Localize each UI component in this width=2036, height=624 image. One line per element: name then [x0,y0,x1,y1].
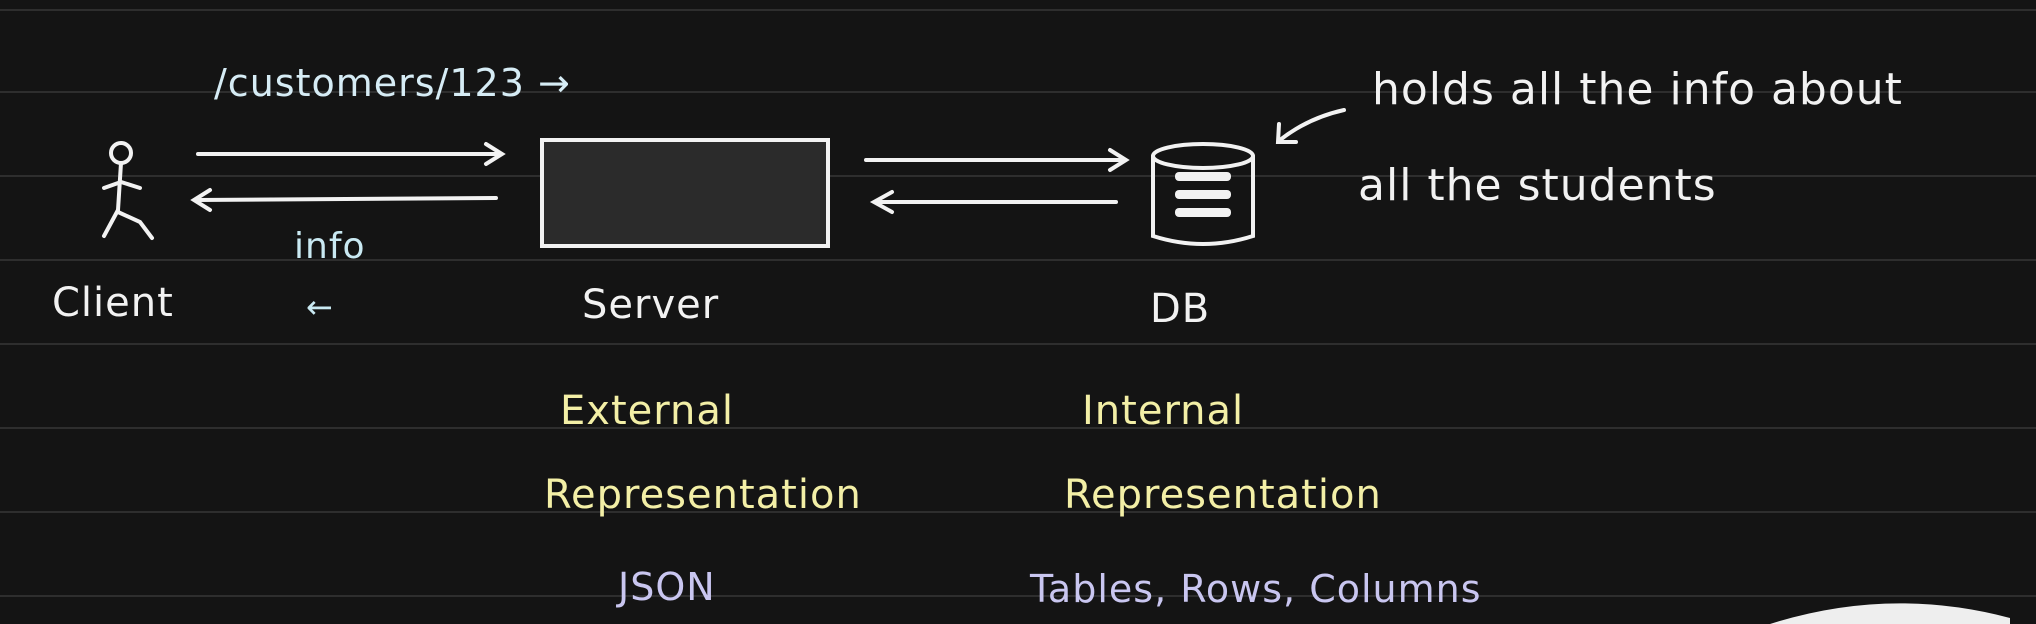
database-icon [1151,142,1255,246]
request-path-label: /customers/123 → [214,61,571,105]
result-arrow [869,190,1118,214]
stick-figure-icon [102,141,154,240]
overlay-shape [1770,603,2010,624]
ruled-lines [0,9,2036,597]
db-rep-format: Tables, Rows, Columns [1029,567,1482,611]
client-label: Client [52,280,174,326]
query-arrow [864,148,1130,172]
annotation-line-1: holds all the info about [1372,64,1903,115]
annotation-arrow [1275,108,1346,144]
annotation-line-2: all the students [1358,160,1717,211]
db-rep-line-2: Representation [1064,472,1382,518]
server-label: Server [582,282,719,328]
info-label: info [294,226,366,267]
response-arrow [190,188,498,212]
server-rep-line-1: External [560,388,734,434]
info-back-arrow: ← [306,288,334,326]
server-rep-format: JSON [616,565,716,609]
server-rep-line-2: Representation [544,472,862,518]
db-label: DB [1150,286,1210,332]
server-box [540,138,830,248]
db-rep-line-1: Internal [1082,388,1244,434]
request-arrow [196,142,506,166]
